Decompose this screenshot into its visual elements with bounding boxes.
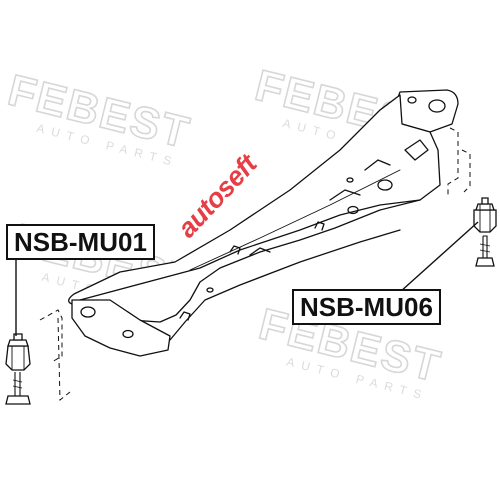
part-label-nsb-mu06: NSB-MU06 — [292, 289, 441, 325]
leader-lines — [15, 221, 479, 336]
bolt-right — [475, 235, 495, 267]
leader-nsb-mu06 — [399, 221, 479, 293]
subframe-crossmember — [68, 89, 459, 357]
watermark-top-left: FEBEST AUTO PARTS — [3, 65, 197, 170]
bushing-nsb-mu06 — [473, 197, 497, 233]
bushing-nsb-mu01 — [5, 333, 31, 371]
left-mount-assembly — [5, 309, 71, 405]
part-label-nsb-mu01: NSB-MU01 — [6, 224, 155, 260]
right-mount-assembly — [447, 127, 497, 267]
bolt-left — [5, 372, 31, 405]
